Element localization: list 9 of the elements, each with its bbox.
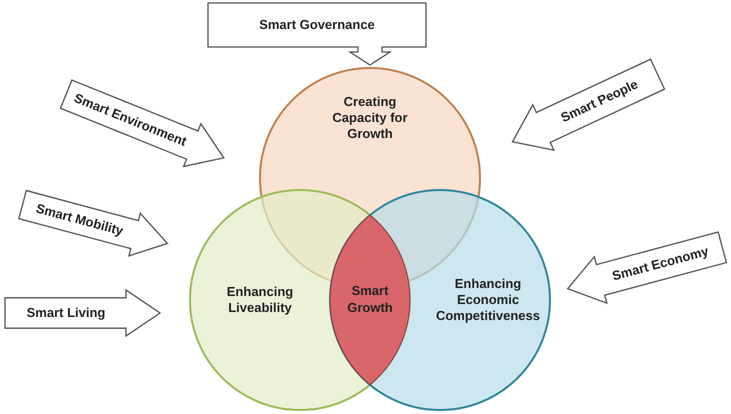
shape-label: Smart Economy	[610, 242, 712, 286]
shape-label: Creating Capacity for Growth	[331, 94, 409, 142]
shape-label: Smart Governance	[258, 17, 376, 34]
shape-label: Enhancing Economic Competitiveness	[434, 276, 542, 324]
callout-shape	[208, 3, 426, 65]
shape-label: Enhancing Liveability	[226, 284, 294, 316]
callout-shape	[4, 290, 160, 336]
shape-label: Smart Living	[26, 305, 106, 322]
shape-label: Smart Growth	[346, 283, 394, 316]
